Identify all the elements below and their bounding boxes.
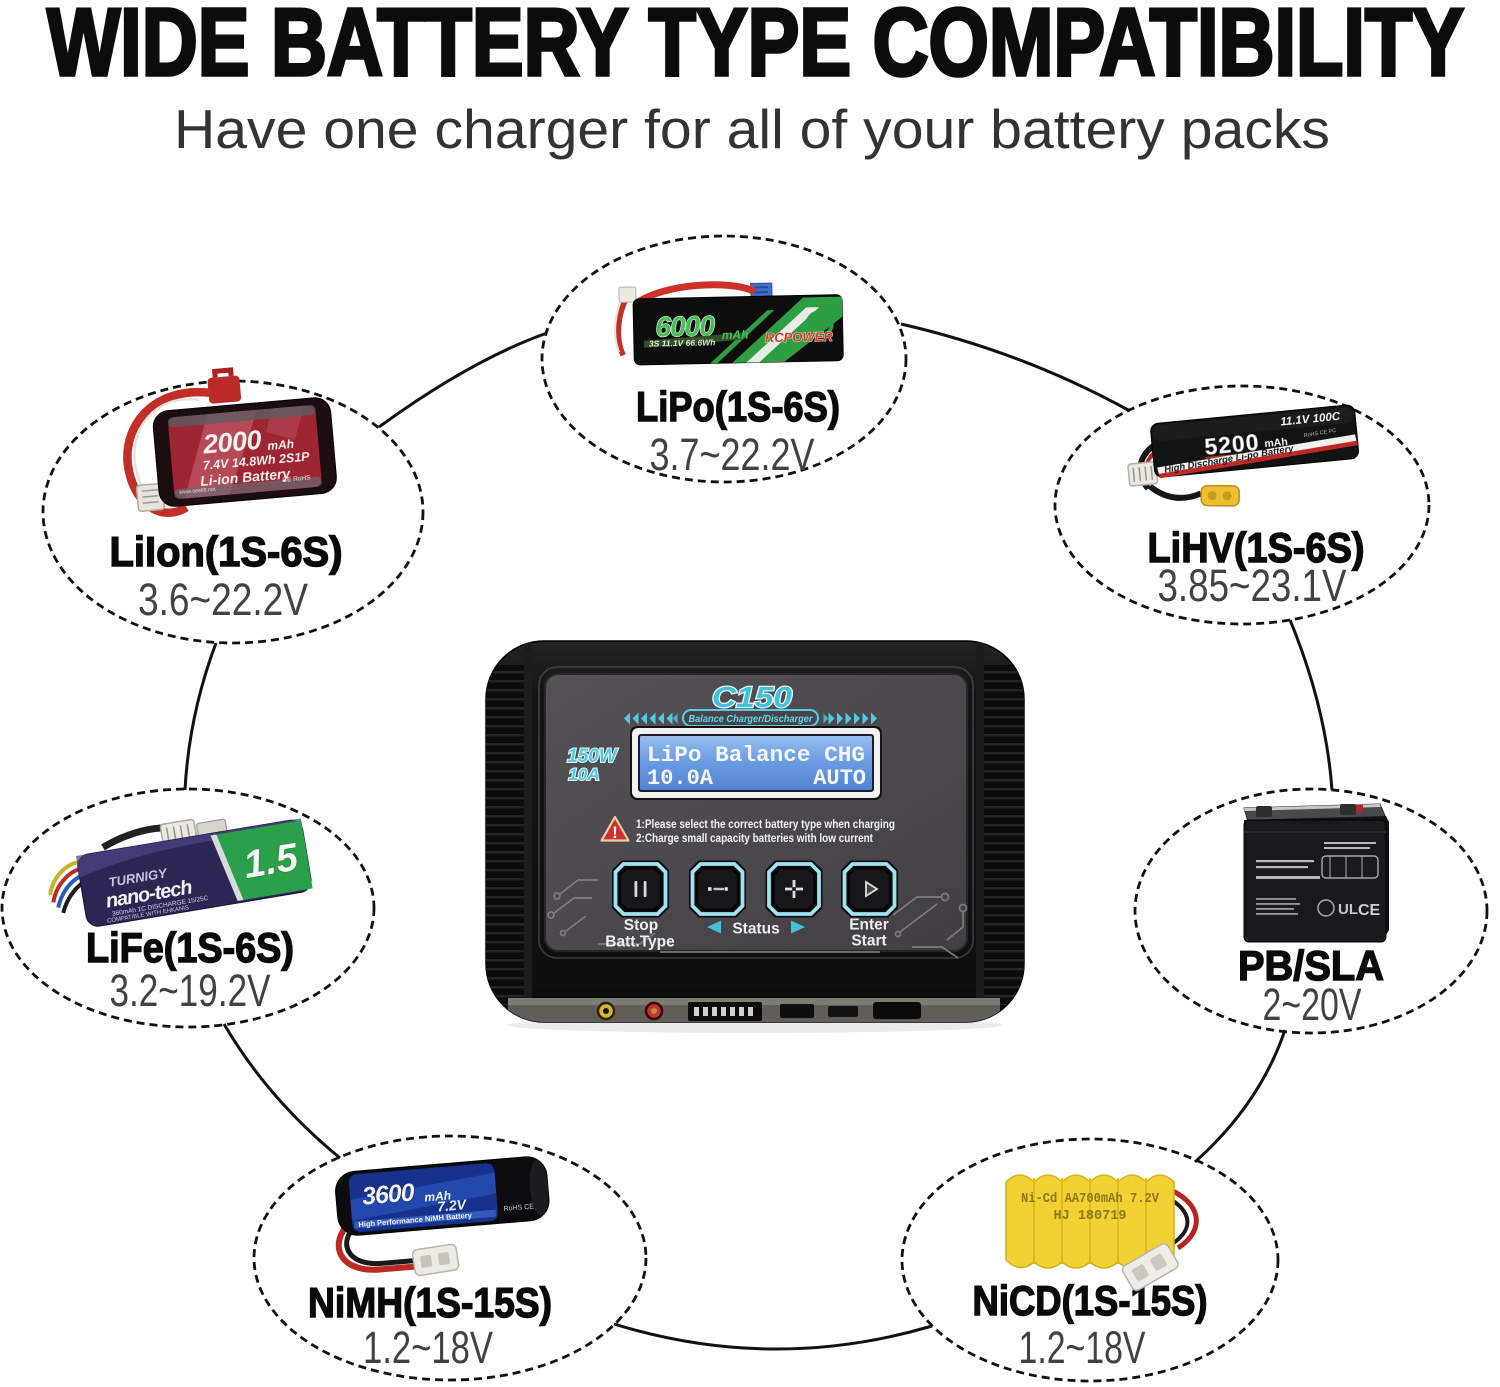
svg-text:3.2~19.2V: 3.2~19.2V — [110, 965, 271, 1016]
svg-text:3.85~23.1V: 3.85~23.1V — [1158, 560, 1347, 611]
svg-text:UL: UL — [1338, 901, 1358, 918]
svg-text:7.2V: 7.2V — [436, 1196, 468, 1214]
svg-text:RoHS CE: RoHS CE — [503, 1203, 534, 1213]
svg-text:www.seelift.net: www.seelift.net — [178, 487, 217, 496]
svg-text:1.5: 1.5 — [240, 836, 302, 888]
svg-text:LiPo Balance CHG: LiPo Balance CHG — [647, 743, 865, 768]
svg-text:3.7~22.2V: 3.7~22.2V — [650, 429, 815, 480]
svg-text:3600: 3600 — [361, 1178, 416, 1210]
svg-text:Ni-Cd AA700mAh 7.2V: Ni-Cd AA700mAh 7.2V — [1021, 1192, 1160, 1207]
svg-text:LiIon(1S-6S): LiIon(1S-6S) — [110, 528, 343, 575]
svg-text:Balance Charger/Discharger: Balance Charger/Discharger — [689, 714, 814, 725]
svg-text:Batt.Type: Batt.Type — [605, 934, 675, 951]
svg-text:LiHV(1S-6S): LiHV(1S-6S) — [1148, 524, 1365, 571]
svg-text:10A: 10A — [568, 765, 599, 784]
svg-text:NiMH(1S-15S): NiMH(1S-15S) — [308, 1279, 552, 1326]
svg-text:Start: Start — [851, 933, 886, 950]
svg-text:1:Please select the correct ba: 1:Please select the correct battery type… — [636, 817, 895, 831]
svg-text:NiCD(1S-15S): NiCD(1S-15S) — [973, 1277, 1208, 1324]
svg-text:mAh: mAh — [1264, 436, 1288, 450]
svg-text:3.6~22.2V: 3.6~22.2V — [138, 574, 308, 625]
svg-text:1.2~18V: 1.2~18V — [363, 1322, 493, 1373]
svg-text:11.1V 100C: 11.1V 100C — [1280, 411, 1341, 429]
svg-text:LiFe(1S-6S): LiFe(1S-6S) — [86, 924, 294, 971]
svg-text:2:Charge small capacity batter: 2:Charge small capacity batteries with l… — [636, 831, 873, 845]
svg-text:mAh: mAh — [424, 1188, 452, 1204]
svg-text:150W: 150W — [567, 746, 619, 767]
svg-text:Status: Status — [732, 921, 779, 938]
svg-text:LiPo(1S-6S): LiPo(1S-6S) — [636, 383, 840, 430]
svg-text:HJ 180719: HJ 180719 — [1054, 1209, 1127, 1224]
svg-text:RCPOWER: RCPOWER — [765, 329, 834, 345]
svg-text:AUTO: AUTO — [813, 766, 866, 791]
svg-text:Have one charger for all of yo: Have one charger for all of your battery… — [174, 98, 1330, 160]
svg-text:PB/SLA: PB/SLA — [1238, 942, 1384, 989]
svg-text:CE RoHS: CE RoHS — [282, 474, 311, 483]
svg-text:WIDE BATTERY TYPE COMPATIBILIT: WIDE BATTERY TYPE COMPATIBILITY — [47, 0, 1464, 96]
svg-text:2~20V: 2~20V — [1263, 979, 1362, 1030]
svg-text:Li-ion Battery: Li-ion Battery — [200, 465, 292, 489]
svg-text:!: ! — [612, 823, 618, 842]
svg-text:2000: 2000 — [201, 425, 263, 460]
svg-text:CE: CE — [1358, 902, 1381, 919]
svg-text:1.2~18V: 1.2~18V — [1019, 1322, 1146, 1373]
svg-text:RoHS CE FC: RoHS CE FC — [1303, 428, 1336, 439]
svg-text:Stop: Stop — [624, 917, 658, 934]
svg-text:10.0A: 10.0A — [647, 766, 714, 791]
svg-text:3S 11.1V 66.6Wh: 3S 11.1V 66.6Wh — [649, 337, 716, 348]
svg-text:mAh: mAh — [722, 328, 749, 343]
svg-text:Enter: Enter — [849, 917, 889, 934]
svg-text:mAh: mAh — [267, 437, 295, 453]
